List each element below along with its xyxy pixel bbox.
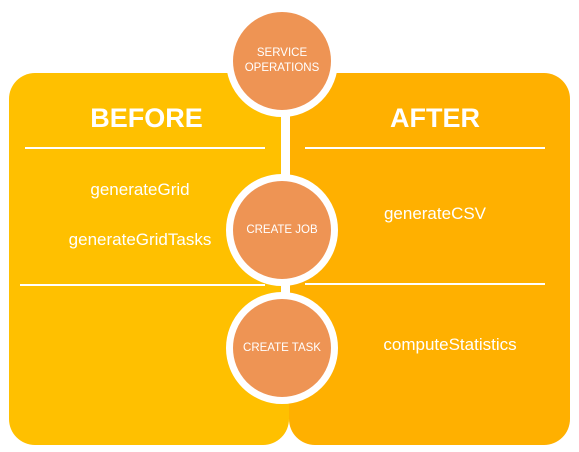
- after-task-item: computeStatistics: [383, 335, 517, 354]
- service-operations-label: SERVICE OPERATIONS: [244, 47, 320, 74]
- before-divider-top: [25, 147, 265, 149]
- after-divider-top: [305, 147, 545, 149]
- create-task-label: CREATE TASK: [243, 341, 321, 354]
- create-job-node: CREATE JOB: [226, 174, 338, 286]
- before-divider-middle: [20, 284, 265, 286]
- before-heading: BEFORE: [90, 103, 203, 133]
- create-task-node: CREATE TASK: [226, 292, 338, 404]
- before-job-item: generateGridTasks: [68, 230, 212, 249]
- before-job-item: generateGrid: [90, 180, 190, 199]
- after-heading: AFTER: [390, 103, 480, 133]
- create-job-label: CREATE JOB: [246, 223, 318, 236]
- after-panel: [289, 73, 570, 445]
- after-job-item: generateCSV: [383, 204, 487, 223]
- service-operations-node: SERVICE OPERATIONS: [226, 5, 338, 117]
- connector-service-job: [281, 100, 290, 210]
- after-divider-middle: [305, 283, 545, 285]
